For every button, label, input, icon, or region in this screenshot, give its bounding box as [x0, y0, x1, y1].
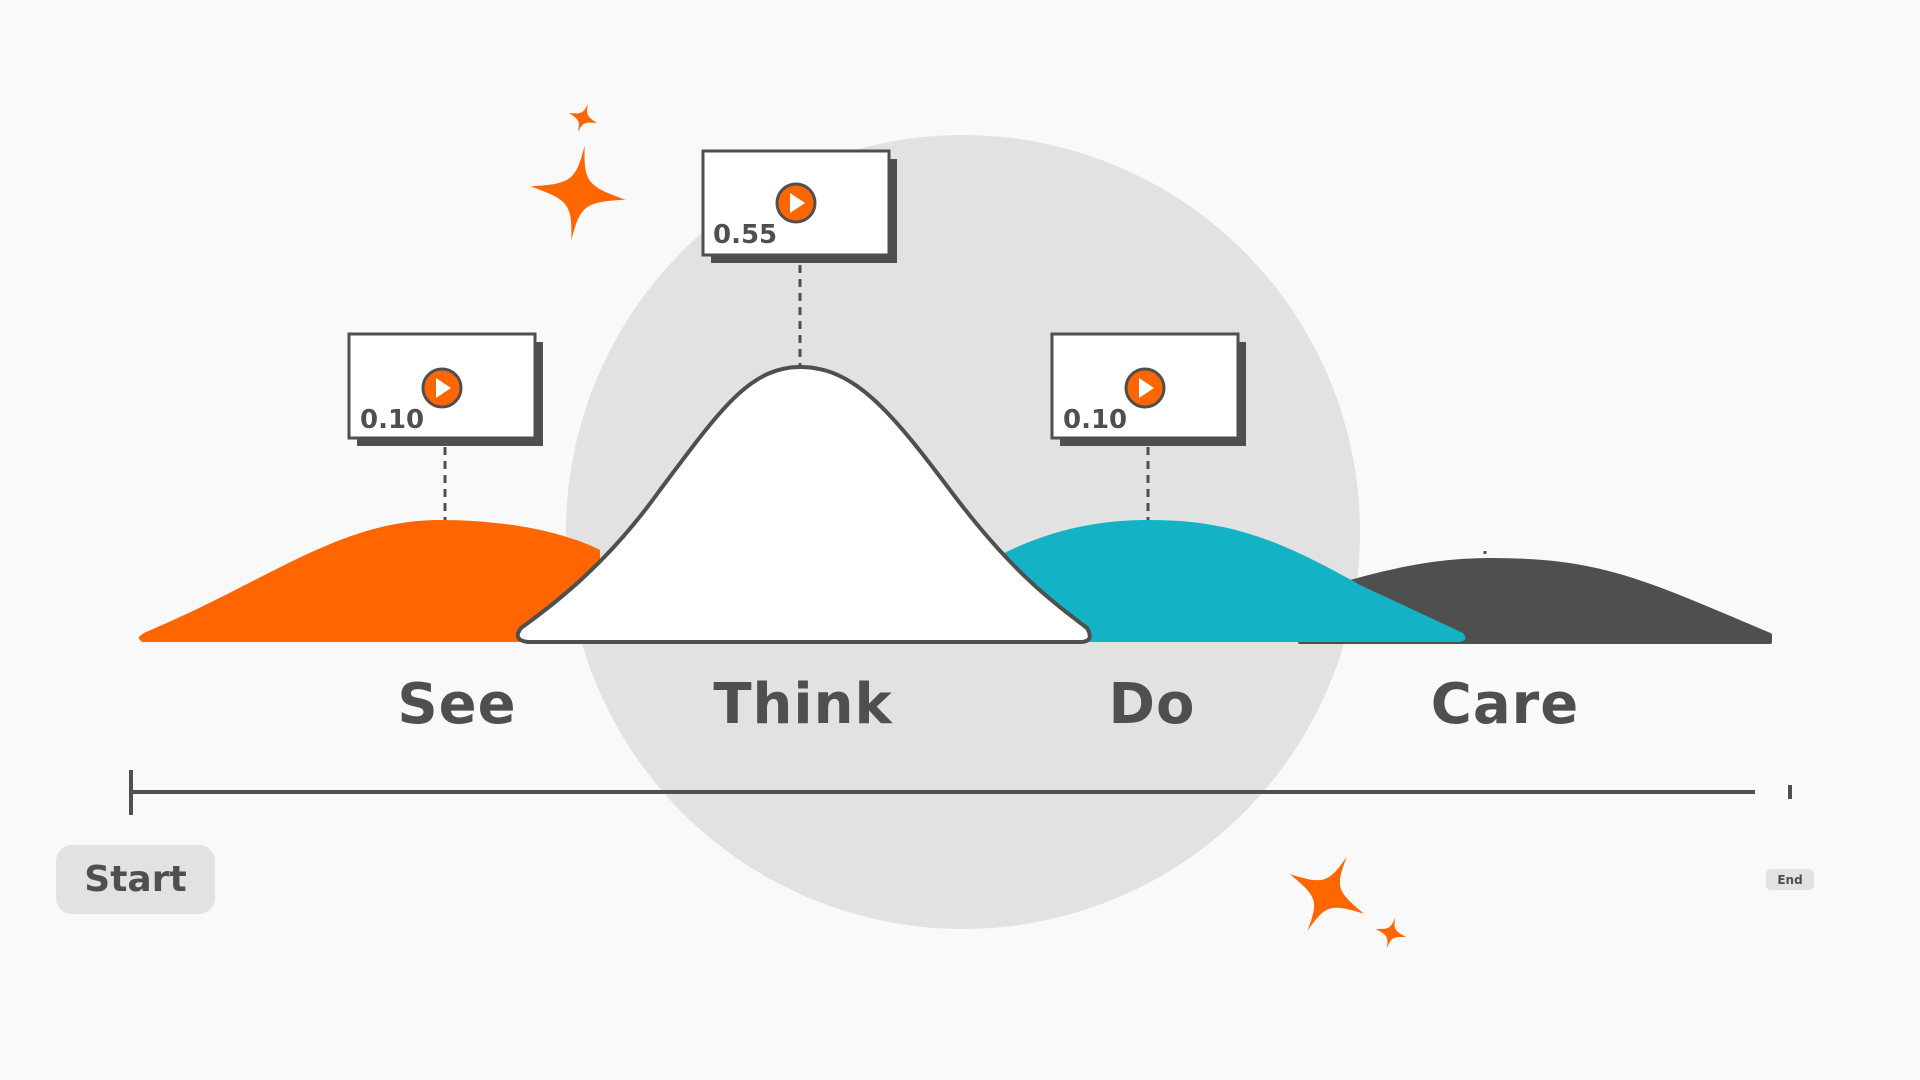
stage-label-care: Care — [1431, 672, 1579, 737]
see-video-card[interactable]: 0.10 — [347, 332, 543, 446]
start-button[interactable]: Start — [56, 845, 215, 914]
play-icon[interactable] — [1124, 367, 1166, 409]
sparkle-icon — [1375, 917, 1407, 949]
card-value: 0.55 — [713, 220, 777, 250]
stage-label-do: Do — [1109, 672, 1196, 737]
stage-label-see: See — [397, 672, 516, 737]
card-value: 0.10 — [1063, 405, 1127, 435]
timeline — [129, 770, 1792, 815]
think-video-card[interactable]: 0.55 — [701, 149, 897, 263]
play-icon[interactable] — [421, 367, 463, 409]
see-curve — [138, 520, 600, 642]
do-curve — [1000, 520, 1466, 642]
sparkle-icon — [530, 145, 626, 241]
think-curve — [515, 364, 1092, 644]
stage-label-think: Think — [713, 672, 893, 737]
end-button[interactable]: End — [1766, 869, 1814, 890]
play-icon[interactable] — [775, 182, 817, 224]
do-video-card[interactable]: 0.10 — [1050, 332, 1246, 446]
sparkle-icon — [568, 103, 598, 133]
card-value: 0.10 — [360, 405, 424, 435]
sparkle-icon — [1289, 856, 1365, 932]
